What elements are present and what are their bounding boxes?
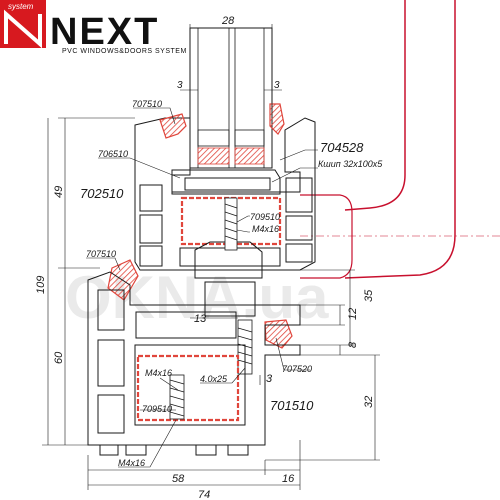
- logo-n-glyph: [3, 9, 42, 49]
- label-m4x16-left: M4x16: [145, 368, 172, 378]
- glazing-bead: [171, 169, 281, 195]
- lock-mechanism: [194, 241, 263, 317]
- handle-outline-bottom: [344, 0, 456, 279]
- label-706510: 706510: [98, 149, 128, 159]
- label-709510-top: 709510: [250, 212, 280, 222]
- label-m4x16-top: M4x16: [252, 224, 279, 234]
- dim-width-74: 74: [198, 489, 210, 500]
- label-709510-bottom: 709510: [142, 404, 172, 414]
- screw-sash-top-thread: [224, 203, 238, 241]
- dim-height-60: 60: [53, 351, 65, 364]
- label-702510: 702510: [80, 186, 124, 201]
- label-707510-top: 707510: [132, 99, 162, 109]
- leader-lines: [86, 107, 318, 468]
- sash-profile: [134, 117, 316, 271]
- dim-glass-28: 28: [221, 15, 235, 27]
- dim-height-49: 49: [53, 186, 65, 198]
- label-screw-4x25: 4.0x25: [200, 374, 228, 384]
- dim-width-58: 58: [172, 473, 185, 485]
- label-701510: 701510: [270, 398, 314, 413]
- dim-rebate-left-3: 3: [177, 80, 183, 91]
- dim-width-16: 16: [282, 473, 295, 485]
- frame-profile: [87, 271, 301, 456]
- dim-rebate-right-3: 3: [274, 80, 280, 91]
- frame-reinforcement: [136, 354, 240, 422]
- glass-unit: [189, 27, 273, 169]
- glass-seal-inner: [269, 103, 285, 135]
- logo-system-tag: system: [8, 2, 34, 11]
- dim-13: 13: [194, 313, 207, 325]
- logo-brand-text: NEXT: [50, 11, 159, 53]
- label-kashing: Кшип 32x100x5: [318, 159, 383, 169]
- label-707520: 707520: [282, 364, 312, 374]
- frame-seal-inner: [264, 319, 293, 349]
- glass-seal-outer: [159, 113, 187, 139]
- dim-8: 8: [347, 341, 359, 348]
- screw-frame-bottom: [169, 374, 185, 420]
- label-707510-mid: 707510: [86, 249, 116, 259]
- label-m4x16-bottom: M4x16: [118, 458, 145, 468]
- dim-35: 35: [363, 289, 375, 302]
- dim-12: 12: [347, 308, 359, 320]
- dim-height-109: 109: [35, 276, 47, 294]
- logo-tagline: PVC WINDOWS&DOORS SYSTEM: [62, 48, 187, 55]
- label-704528: 704528: [320, 140, 364, 155]
- screw-frame-bottom-thread: [169, 379, 185, 417]
- dimension-lines: [42, 24, 380, 490]
- brand-logo: system NEXT PVC WINDOWS&DOORS SYSTEM: [0, 0, 187, 55]
- dim-32: 32: [363, 396, 375, 408]
- dim-3: 3: [266, 373, 273, 385]
- handle-outline-top: [344, 0, 406, 211]
